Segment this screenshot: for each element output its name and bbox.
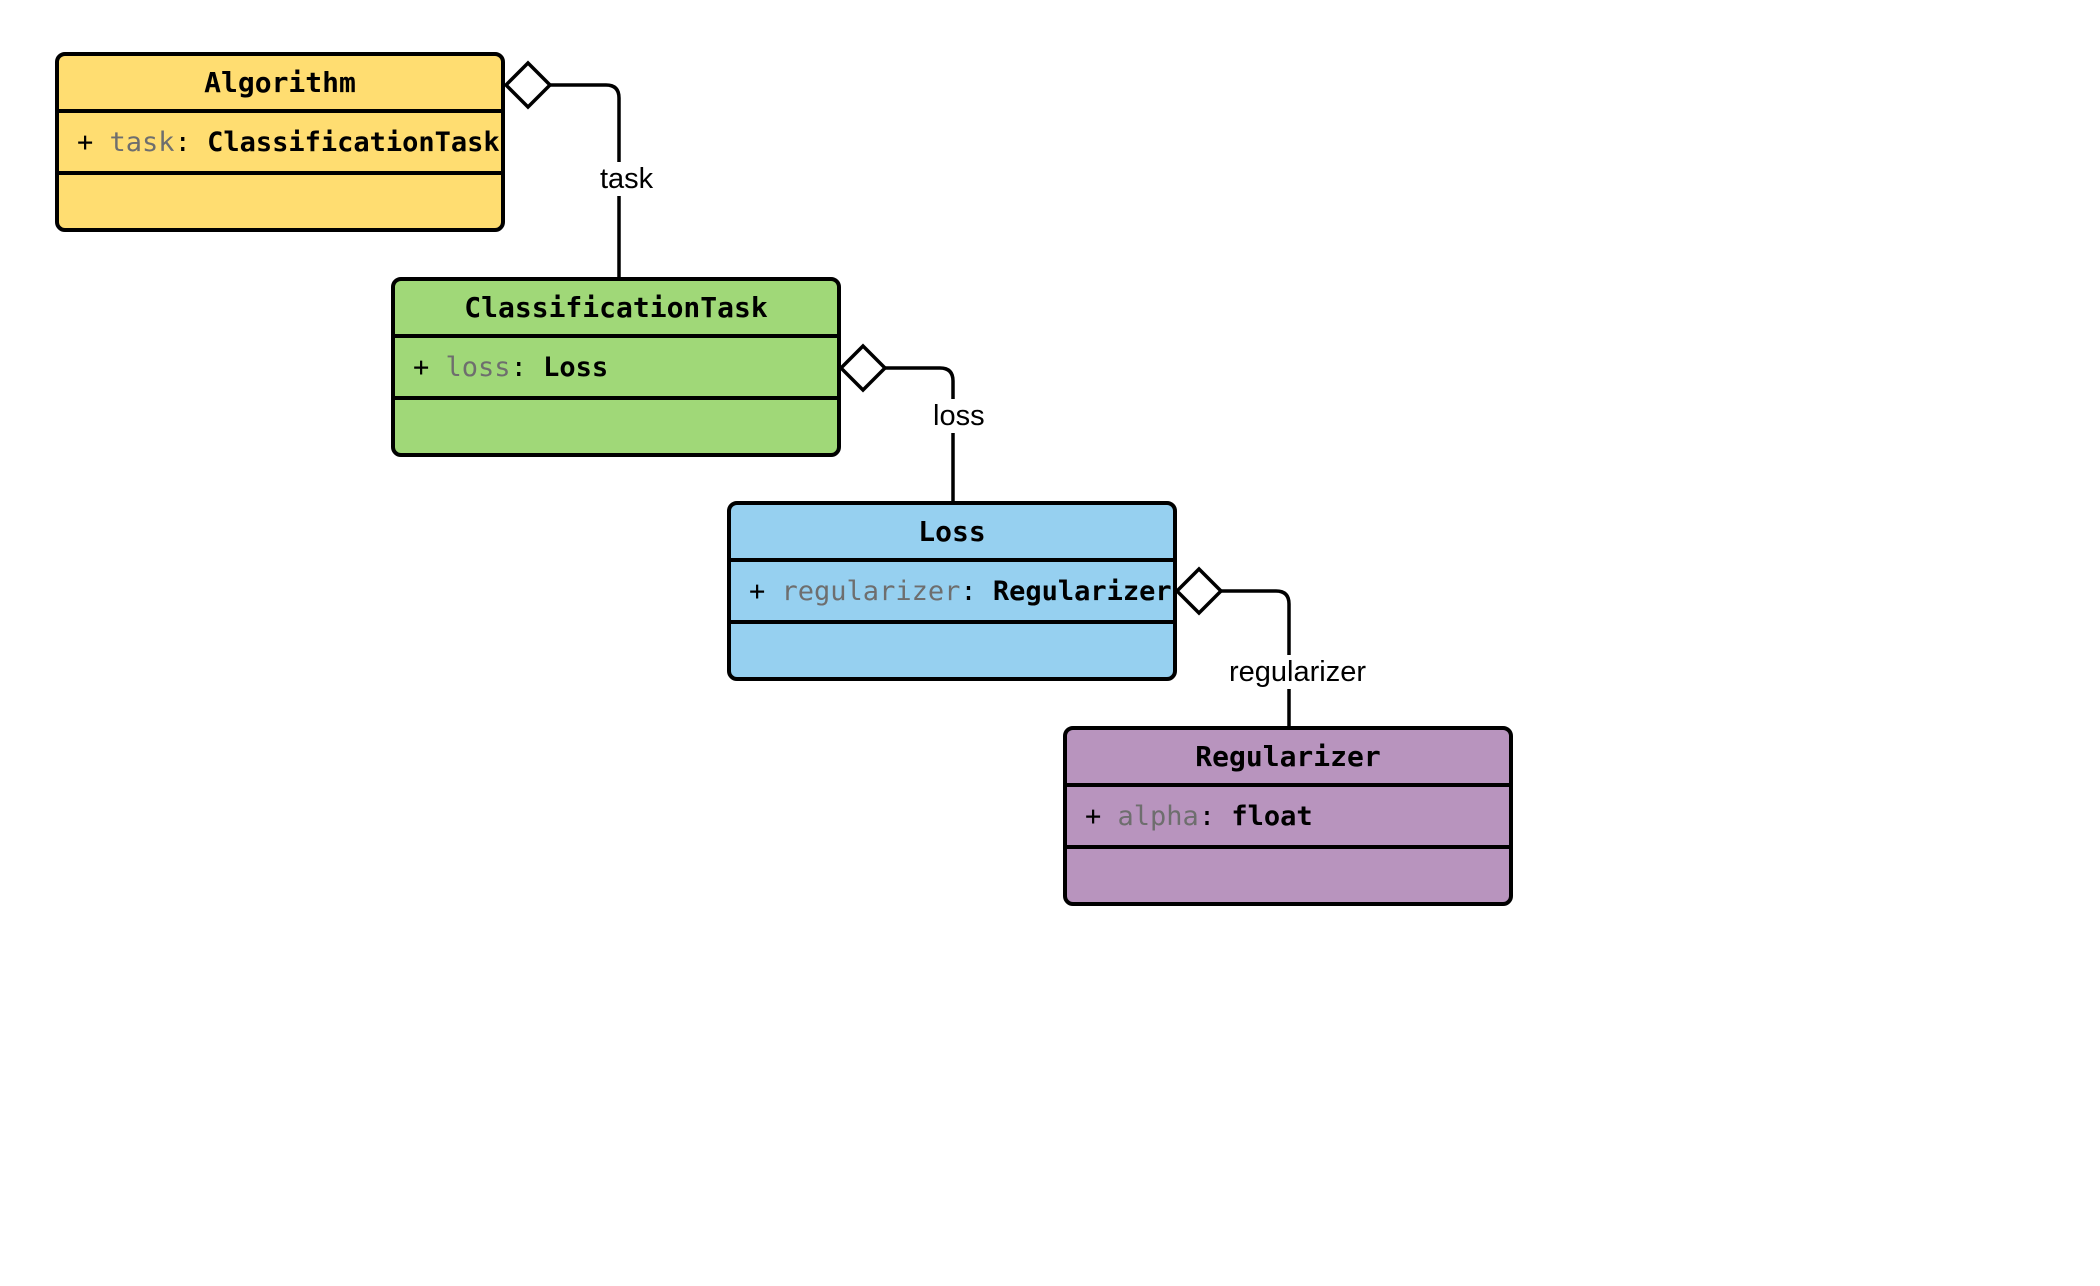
uml-attribute-algorithm-task: + task: ClassificationTask bbox=[77, 129, 500, 156]
attribute-name: task bbox=[109, 126, 175, 158]
attribute-visibility: + bbox=[749, 575, 766, 607]
uml-class-attributes-loss: + regularizer: Regularizer bbox=[731, 562, 1173, 624]
uml-class-attributes-classification-task: + loss: Loss bbox=[395, 338, 837, 400]
attribute-type: float bbox=[1231, 800, 1313, 832]
uml-class-title-regularizer: Regularizer bbox=[1067, 730, 1509, 787]
uml-class-title-loss: Loss bbox=[731, 505, 1173, 562]
attribute-name: regularizer bbox=[781, 575, 961, 607]
uml-class-attributes-algorithm: + task: ClassificationTask bbox=[59, 113, 501, 175]
uml-attribute-classification-task-loss: + loss: Loss bbox=[413, 354, 608, 381]
attribute-separator: : bbox=[1198, 800, 1232, 832]
uml-class-methods-classification-task bbox=[395, 400, 837, 453]
aggregation-diamond-loss-regularizer bbox=[1174, 566, 1224, 616]
attribute-name: alpha bbox=[1117, 800, 1199, 832]
relation-label-loss-regularizer: regularizer bbox=[1225, 655, 1370, 690]
uml-class-methods-loss bbox=[731, 624, 1173, 677]
uml-class-methods-regularizer bbox=[1067, 849, 1509, 902]
aggregation-diamond-algorithm-task bbox=[503, 60, 553, 110]
attribute-visibility: + bbox=[413, 351, 430, 383]
attribute-separator: : bbox=[960, 575, 993, 607]
uml-attribute-loss-regularizer: + regularizer: Regularizer bbox=[749, 578, 1172, 605]
attribute-visibility: + bbox=[1085, 800, 1102, 832]
uml-class-regularizer[interactable]: Regularizer + alpha: float bbox=[1063, 726, 1513, 906]
uml-class-attributes-regularizer: + alpha: float bbox=[1067, 787, 1509, 849]
attribute-type: ClassificationTask bbox=[207, 126, 500, 158]
attribute-type: Regularizer bbox=[992, 575, 1172, 607]
attribute-separator: : bbox=[510, 351, 544, 383]
aggregation-diamond-classification-task-loss bbox=[838, 343, 888, 393]
uml-class-methods-algorithm bbox=[59, 175, 501, 228]
attribute-type: Loss bbox=[543, 351, 609, 383]
relation-line-classification-task-loss bbox=[885, 366, 955, 501]
uml-class-classification-task[interactable]: ClassificationTask + loss: Loss bbox=[391, 277, 841, 457]
uml-class-algorithm[interactable]: Algorithm + task: ClassificationTask bbox=[55, 52, 505, 232]
uml-class-loss[interactable]: Loss + regularizer: Regularizer bbox=[727, 501, 1177, 681]
relation-label-algorithm-task: task bbox=[596, 162, 658, 197]
attribute-separator: : bbox=[174, 126, 208, 158]
attribute-name: loss bbox=[445, 351, 511, 383]
uml-attribute-regularizer-alpha: + alpha: float bbox=[1085, 803, 1313, 830]
uml-class-title-algorithm: Algorithm bbox=[59, 56, 501, 113]
attribute-visibility: + bbox=[77, 126, 94, 158]
relation-label-classification-task-loss: loss bbox=[929, 399, 989, 434]
uml-class-title-classification-task: ClassificationTask bbox=[395, 281, 837, 338]
